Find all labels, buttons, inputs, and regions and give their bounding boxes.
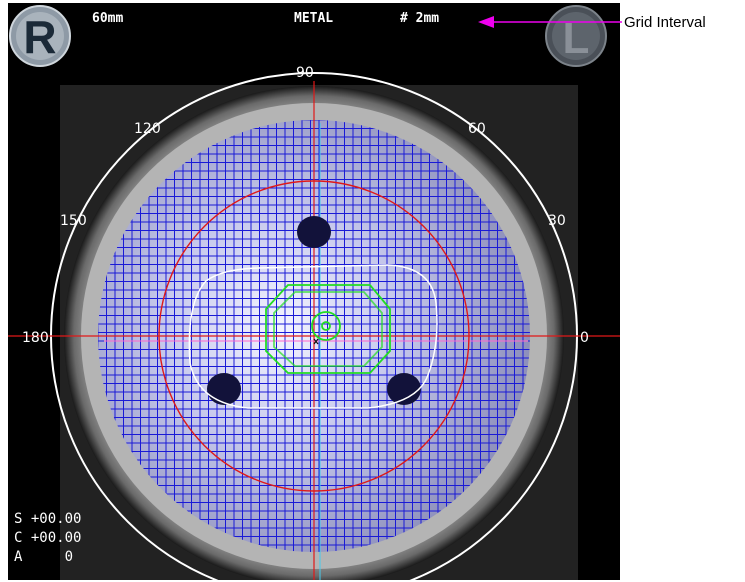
cylinder-readout: C +00.00 bbox=[14, 530, 82, 546]
lens-diameter-value: 60mm bbox=[92, 11, 124, 26]
lens-diameter-circle bbox=[158, 180, 470, 492]
degree-150-label: 150 bbox=[60, 213, 87, 229]
degree-60-label: 60 bbox=[468, 121, 486, 137]
lens-view: R L bbox=[8, 5, 620, 580]
top-holder-pin bbox=[297, 216, 331, 248]
right-lens-button[interactable]: R bbox=[9, 5, 71, 67]
degree-30-label: 30 bbox=[548, 213, 566, 229]
degree-90-label: 90 bbox=[296, 65, 314, 81]
lensmeter-screen: R L 60mm METAL # 2mm 90 120 60 150 30 18… bbox=[8, 3, 620, 580]
optical-center-marker bbox=[265, 284, 391, 374]
left-button-label: L bbox=[563, 14, 590, 63]
grid-interval-callout: Grid Interval bbox=[624, 14, 706, 31]
left-holder-pin bbox=[207, 373, 241, 405]
right-holder-pin bbox=[387, 373, 421, 405]
degree-180-label: 180 bbox=[22, 330, 49, 346]
left-lens-button[interactable]: L bbox=[545, 5, 607, 67]
frame-type-value: METAL bbox=[294, 11, 334, 26]
sphere-readout: S +00.00 bbox=[14, 511, 82, 527]
frame-shape-outline bbox=[188, 264, 438, 409]
right-button-label: R bbox=[23, 11, 56, 63]
axis-readout: A 0 bbox=[14, 549, 74, 565]
degree-0-label: 0 bbox=[580, 330, 589, 346]
degree-120-label: 120 bbox=[134, 121, 161, 137]
measured-center-mark bbox=[313, 338, 319, 345]
grid-interval-value: # 2mm bbox=[400, 11, 440, 26]
